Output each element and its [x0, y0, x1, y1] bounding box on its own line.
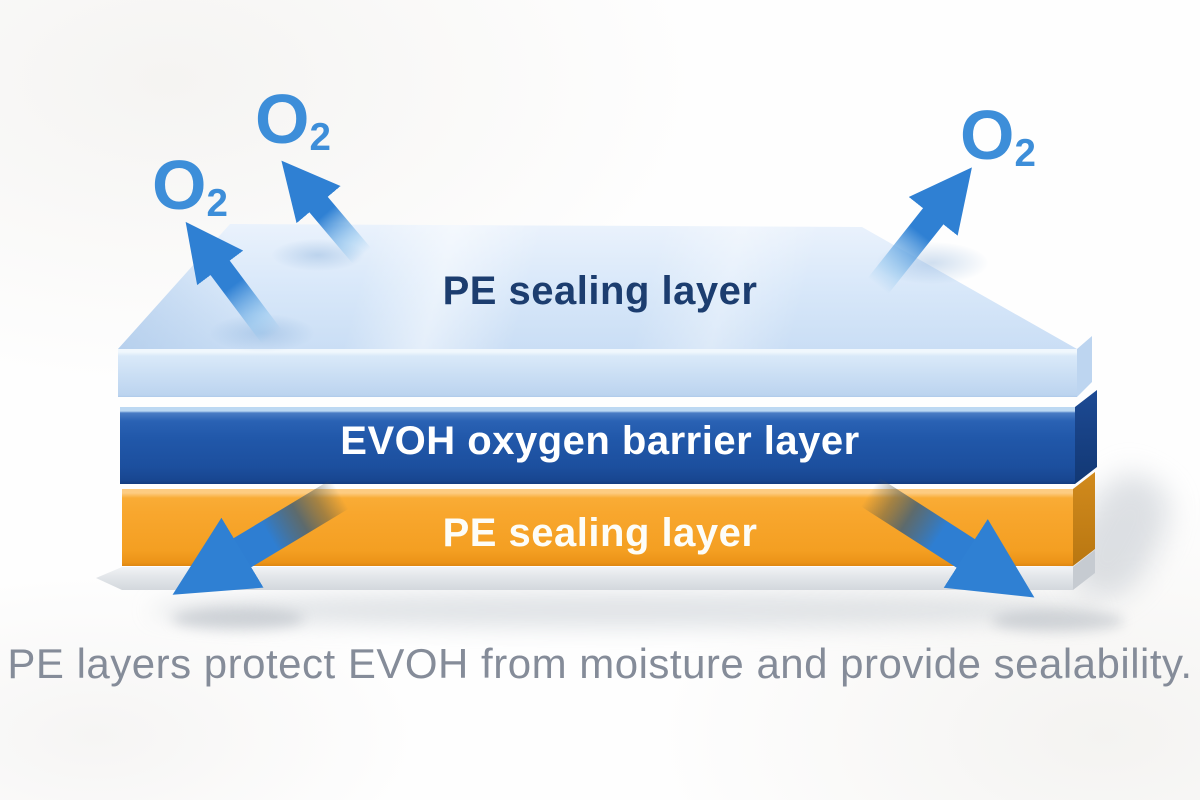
o2-symbol: O	[960, 96, 1015, 174]
o2-subscript: 2	[1014, 131, 1036, 175]
base-plate-front-face	[96, 567, 1073, 590]
left-arrow-tip-shadow	[172, 608, 304, 630]
right-arrow-tip-shadow	[992, 610, 1124, 632]
pe-top-layer-front-face	[118, 349, 1077, 397]
o2-symbol: O	[152, 146, 207, 224]
caption-text: PE layers protect EVOH from moisture and…	[7, 640, 1193, 687]
o2-subscript: 2	[309, 115, 331, 159]
pe-bottom-layer-label: PE sealing layer	[442, 511, 758, 555]
evoh-layer-front-face	[120, 407, 1075, 484]
pe-top-layer-label: PE sealing layer	[442, 269, 758, 313]
o2-subscript: 2	[206, 181, 228, 225]
o2-molecule-label: O2	[255, 84, 331, 157]
evoh-layer-side-face	[1075, 390, 1097, 484]
pe-bottom-layer-side-face	[1073, 472, 1095, 566]
o2-up-arrow-right-icon	[867, 167, 972, 295]
evoh-layer-label: EVOH oxygen barrier layer	[340, 419, 860, 463]
pe-top-layer-side-face	[1077, 336, 1092, 397]
o2-symbol: O	[255, 80, 310, 158]
stack-drop-shadow	[150, 592, 1100, 628]
o2-up-arrow-middle-icon	[281, 160, 372, 264]
o2-molecule-label: O2	[960, 100, 1036, 173]
seal-down-arrow-right-icon	[860, 477, 1035, 598]
seal-down-arrow-left-icon	[172, 479, 349, 595]
o2-up-arrow-left-icon	[185, 221, 282, 345]
o2-molecule-label: O2	[152, 150, 228, 223]
